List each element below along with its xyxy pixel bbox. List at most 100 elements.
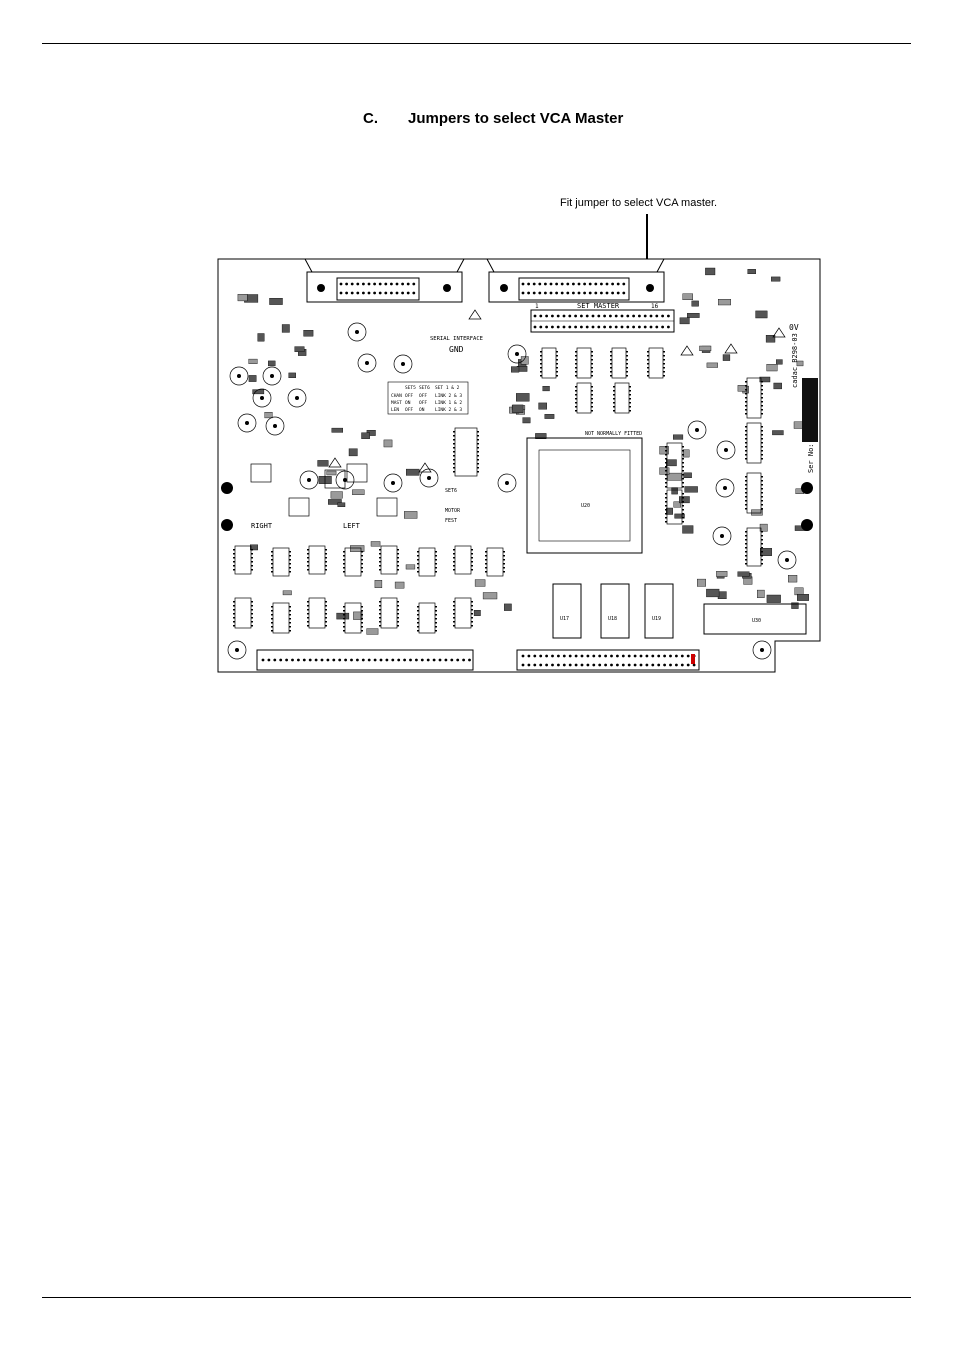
dip-ic-top-0-pin	[540, 359, 542, 361]
bottom-pin-left	[432, 658, 436, 662]
dip-ic-u50-pin	[477, 447, 479, 449]
dip-ic-u50-pin	[477, 451, 479, 453]
capacitor-center	[295, 396, 299, 400]
ser-no-label: Ser No:	[807, 443, 815, 473]
bottom-pin-right	[568, 663, 572, 667]
dip-ic-row1-4-pin	[379, 553, 381, 555]
smd-component	[294, 346, 305, 352]
dip-ic-top-3-pin	[663, 367, 665, 369]
dip-ic-right-2-pin	[745, 458, 747, 460]
dip-ic-row1-4-pin	[379, 565, 381, 567]
dip-ic-mid-0-pin	[575, 386, 577, 388]
set-master-pin	[638, 325, 641, 329]
smd-component	[520, 356, 529, 365]
bottom-pin-left	[361, 658, 365, 662]
dip-ic-right-1-pin	[745, 381, 747, 383]
smd-component	[760, 548, 772, 556]
dip-ic-row2-3-pin	[343, 626, 345, 628]
dip-ic-right-1-pin	[761, 397, 763, 399]
dip-ic-row1-7	[486, 547, 504, 577]
con2-pin	[611, 282, 614, 286]
dip-ic-top-2-pin	[626, 375, 628, 377]
dip-ic-right-4-pin	[761, 555, 763, 557]
dip-ic-u7-pin	[682, 513, 684, 515]
dip-ic-row2-1-pin	[289, 626, 291, 628]
dip-ic-row1-5-pin	[417, 567, 419, 569]
bottom-pin-left	[450, 658, 454, 662]
dip-ic-u50-pin	[477, 435, 479, 437]
capacitor	[265, 416, 285, 436]
smd-component	[544, 414, 555, 419]
smd-component	[248, 358, 258, 364]
dip-ic-row1-7-pin	[503, 563, 505, 565]
dip-ic-top-3-pin	[647, 371, 649, 373]
con1-pin	[395, 291, 399, 295]
smd-component	[511, 366, 520, 373]
set-master-pin	[551, 325, 554, 329]
dip-ic-u7	[666, 489, 683, 525]
bottom-pin-right	[592, 654, 596, 658]
smd-component	[331, 427, 344, 433]
con1-pin	[378, 291, 382, 295]
dip-ic-top-0-pin	[556, 359, 558, 361]
smd-component	[679, 317, 690, 325]
set-master-pin	[539, 325, 543, 329]
bottom-pin-left	[291, 658, 294, 662]
bottom-pin-left	[385, 658, 389, 662]
dip-ic-u50-pin	[477, 471, 479, 473]
dip-ic-row1-2-pin	[307, 549, 309, 551]
dip-ic-row1-5-pin	[435, 555, 437, 557]
dip-ic-u7-pin	[682, 521, 684, 523]
dip-ic-u7-pin	[665, 513, 667, 515]
not-normally-fitted-label: NOT NORMALLY FITTED	[585, 431, 642, 437]
dip-ic-row2-6-pin	[471, 601, 473, 603]
dip-ic-row2-1-pin	[289, 630, 291, 632]
smd-component	[330, 491, 343, 499]
set-master-pin	[556, 314, 560, 318]
dip-ic-row1-6-pin	[453, 557, 455, 559]
dip-ic-right-3-pin	[761, 492, 763, 494]
dip-ic-row2-3-pin	[343, 622, 345, 624]
dip-ic-row2-5-pin	[417, 618, 419, 620]
dip-ic-row1-0-pin	[233, 565, 235, 567]
bottom-pin-right	[580, 663, 584, 667]
dip-ic-u21-pin	[665, 478, 667, 480]
set-master-pin	[545, 325, 548, 329]
dip-ic-row1-3-pin	[343, 571, 345, 573]
set-master-pin	[574, 314, 577, 318]
section-heading: C.Jumpers to select VCA Master	[363, 110, 623, 127]
con1-pin	[373, 291, 376, 295]
dip-ic-row1-1-pin	[289, 563, 291, 565]
dip-ic-row2-2-pin	[307, 625, 309, 627]
capacitor-center	[785, 558, 789, 562]
bottom-pin-left	[373, 658, 377, 662]
dip-ic-row2-6-pin	[471, 617, 473, 619]
dip-ic-row1-6-pin	[471, 549, 473, 551]
dip-ic-row2-6-pin	[453, 621, 455, 623]
dip-ic-top-2-pin	[626, 355, 628, 357]
dip-ic-top-1-pin	[591, 363, 593, 365]
dip-ic-row2-3-pin	[361, 630, 363, 632]
bottom-pin-right	[675, 654, 678, 658]
dip-ic-row1-0-pin	[251, 553, 253, 555]
dip-ic-row1-0-pin	[233, 549, 235, 551]
smd-component	[673, 434, 684, 440]
smd-component	[659, 467, 670, 475]
dip-ic-row1-6-pin	[471, 561, 473, 563]
bottom-pin-left	[367, 658, 371, 662]
set-master-pin	[638, 314, 641, 318]
smd-component	[667, 472, 682, 481]
dip-ic-row1-2-pin	[307, 561, 309, 563]
dip-ic-mid-0-pin	[591, 402, 593, 404]
dip-ic-u50-pin	[453, 467, 455, 469]
dip-ic-row1-4-pin	[397, 569, 399, 571]
dip-ic-top-2-pin	[626, 359, 628, 361]
dip-ic-u50-pin	[453, 439, 455, 441]
capacitor-center	[270, 374, 274, 378]
dip-ic-row1-5-pin	[417, 571, 419, 573]
dip-ic-top-3-pin	[663, 363, 665, 365]
dip-ic-row1-6-pin	[471, 557, 473, 559]
dip-ic-row2-4-pin	[379, 613, 381, 615]
dip-ic-right-3-pin	[761, 508, 763, 510]
smd-component	[326, 470, 337, 476]
